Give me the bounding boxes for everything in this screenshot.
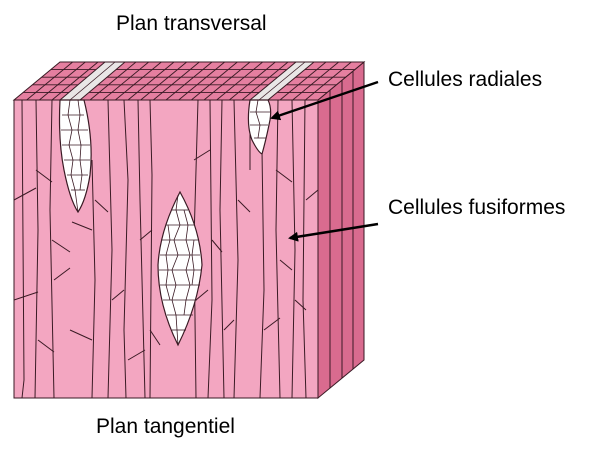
cellules-fusiformes-label: Cellules fusiformes (388, 197, 565, 218)
plan-tangentiel-footer: Plan tangentiel (96, 416, 235, 437)
plan-transversal-title: Plan transversal (116, 13, 267, 34)
tangential-front-face (14, 62, 318, 398)
cellules-radiales-label: Cellules radiales (388, 69, 542, 90)
